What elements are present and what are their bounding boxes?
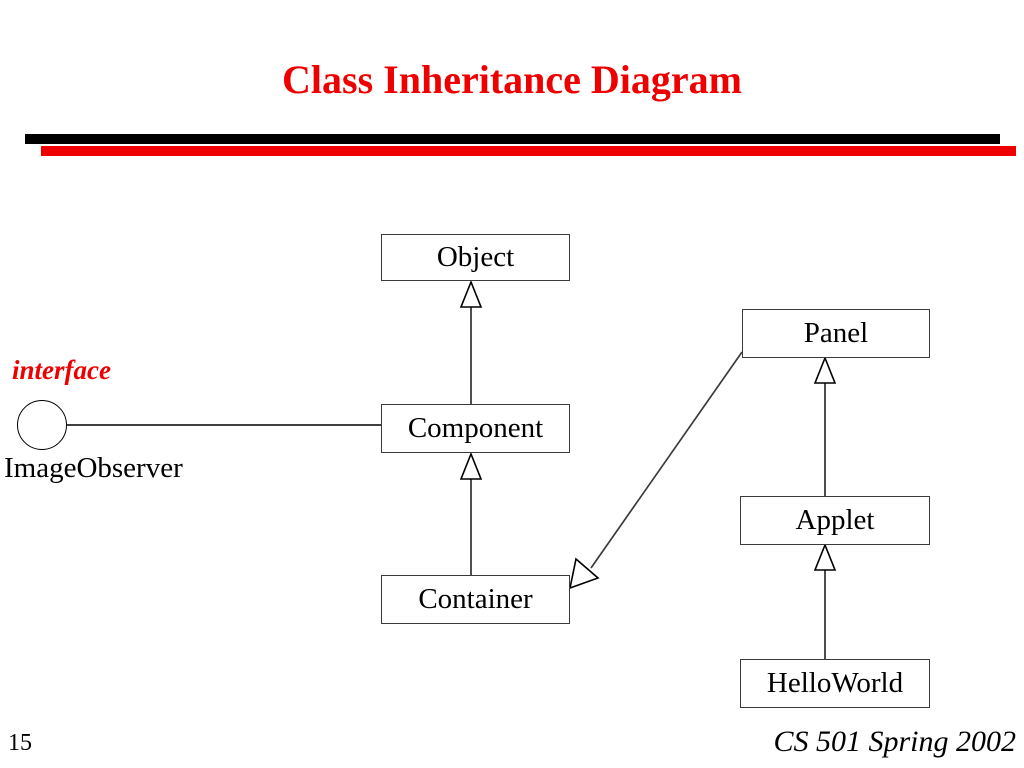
class-box-applet[interactable]: Applet	[740, 496, 930, 545]
edge-container-to-component	[459, 451, 483, 575]
divider-bar-black	[25, 134, 1000, 144]
class-box-object[interactable]: Object	[381, 234, 570, 281]
course-footer: CS 501 Spring 2002	[773, 725, 1016, 758]
class-box-label: Component	[407, 412, 544, 444]
class-box-label: Panel	[803, 317, 869, 349]
interface-lollipop-circle[interactable]	[17, 400, 67, 450]
class-box-container[interactable]: Container	[381, 575, 570, 624]
class-box-component[interactable]: Component	[381, 404, 570, 453]
page-number: 15	[8, 730, 32, 756]
class-box-helloworld[interactable]: HelloWorld	[740, 659, 930, 708]
edge-helloworld-to-applet	[813, 542, 837, 659]
page-title: Class Inheritance Diagram	[282, 57, 742, 102]
class-box-panel[interactable]: Panel	[742, 309, 930, 358]
interface-stereotype-label: interface	[12, 355, 111, 385]
class-box-label: Applet	[795, 504, 875, 536]
edge-panel-to-container	[568, 351, 743, 590]
divider-bar-red	[41, 146, 1016, 156]
edge-applet-to-panel	[813, 355, 837, 496]
edge-component-to-object	[459, 279, 483, 404]
class-box-label: Object	[436, 241, 515, 273]
class-box-label: HelloWorld	[766, 667, 904, 699]
interface-name-label: ImageObserver	[4, 452, 183, 484]
class-box-label: Container	[418, 583, 533, 615]
